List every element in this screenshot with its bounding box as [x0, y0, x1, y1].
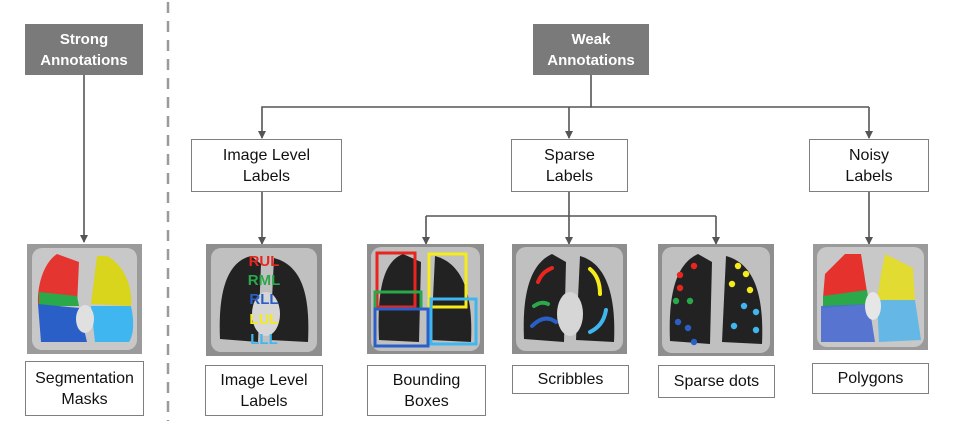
lobe-label-lul: LUL	[249, 311, 278, 328]
image-level-labels-box: Image Level Labels	[191, 139, 342, 192]
segmentation-mask-image	[27, 244, 142, 354]
scribbles-image	[512, 244, 627, 354]
bounding-boxes-image	[367, 244, 484, 354]
lobe-label-rul: RUL	[249, 253, 280, 270]
lobe-label-lll: LLL	[250, 331, 278, 348]
weak-annotations-box: Weak Annotations	[533, 24, 649, 75]
polygons-image	[813, 244, 928, 350]
scribbles-box: Scribbles	[512, 365, 629, 394]
segmentation-masks-box: Segmentation Masks	[25, 361, 144, 416]
sparse-dots-image	[658, 244, 774, 356]
noisy-labels-box: Noisy Labels	[809, 139, 929, 192]
polygons-box: Polygons	[812, 363, 929, 394]
strong-annotations-box: Strong Annotations	[25, 24, 143, 75]
lobe-label-rml: RML	[248, 272, 281, 289]
image-level-labels-image: RUL RML RLL LUL LLL	[206, 244, 322, 356]
image-level-labels-method-box: Image Level Labels	[205, 365, 323, 416]
bounding-boxes-box: Bounding Boxes	[367, 365, 486, 416]
sparse-dots-box: Sparse dots	[658, 365, 775, 398]
lobe-label-rll: RLL	[249, 291, 278, 308]
sparse-labels-box: Sparse Labels	[511, 139, 628, 192]
